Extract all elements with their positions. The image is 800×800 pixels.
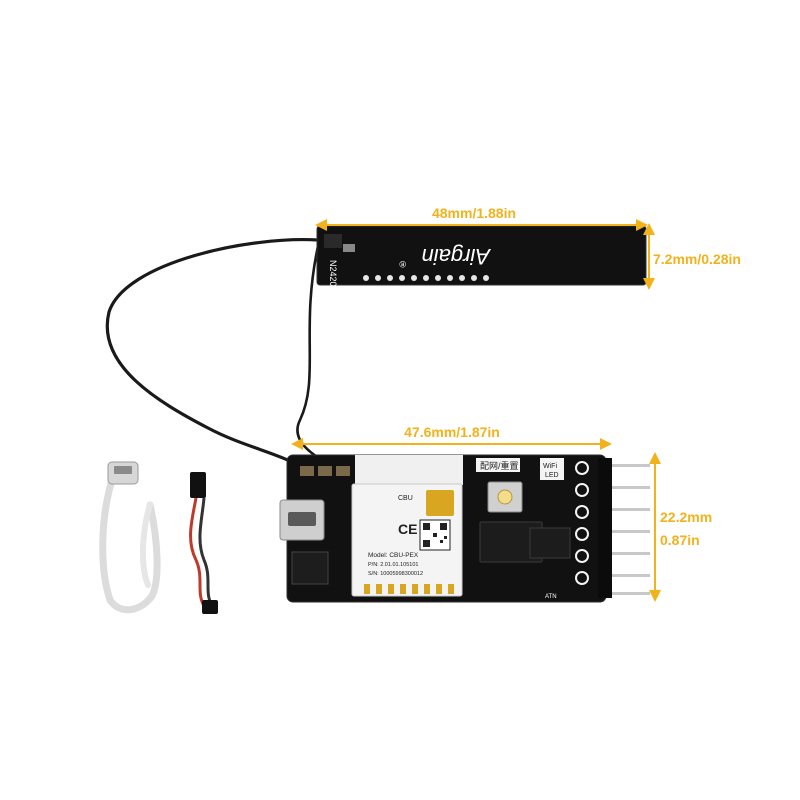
qr-code-pattern [423,523,447,547]
ceramic-antenna-icon [426,490,454,516]
led-label: LED [545,472,559,479]
board-width-mm-label: 22.2mm [660,509,712,525]
receiver-board: CBU CE Model: CBU-PEX P/N: 2.01.01.10510… [279,454,650,603]
pin-rings [575,461,589,585]
header-label-bg [476,458,520,472]
board-width-in-label: 0.87in [660,532,700,548]
module-gold-pads [364,584,454,594]
attn-label: ATN [545,594,557,600]
wifi-led-label-bg [540,458,564,480]
wifi-module: CBU CE Model: CBU-PEX P/N: 2.01.01.10510… [351,483,463,597]
servo-lead-icon [189,472,218,614]
module-model-line: Model: CBU-PEX [368,552,419,559]
antenna-text-group: Airgain ® [399,244,492,269]
usb-cable-icon [99,461,161,614]
antenna-width-label: 7.2mm/0.28in [653,251,741,267]
header-pins [598,458,650,598]
antenna-pads [363,275,489,281]
chip-label: CBU [398,495,413,502]
pair-reset-label: 配网/重置 [480,460,519,471]
antenna-cable-return [296,244,342,472]
antenna-brand: Airgain [422,244,492,269]
antenna-length-label: 48mm/1.88in [432,205,516,221]
wifi-label: WiFi [543,463,557,470]
ipex-connector-icon [324,234,342,248]
module-pn-line: P/N: 2.01.01.105101 [368,562,418,568]
regulator-chip-icon [529,527,571,559]
module-sn-line: S/N: 10005998300012 [368,571,423,577]
antenna-trademark: ® [399,259,406,269]
antenna-model-label: N2420 [328,260,338,287]
board-length-label: 47.6mm/1.87in [404,424,500,440]
ce-mark: CE [398,521,417,537]
antenna-pcb: N2420 Airgain ® [316,225,647,287]
